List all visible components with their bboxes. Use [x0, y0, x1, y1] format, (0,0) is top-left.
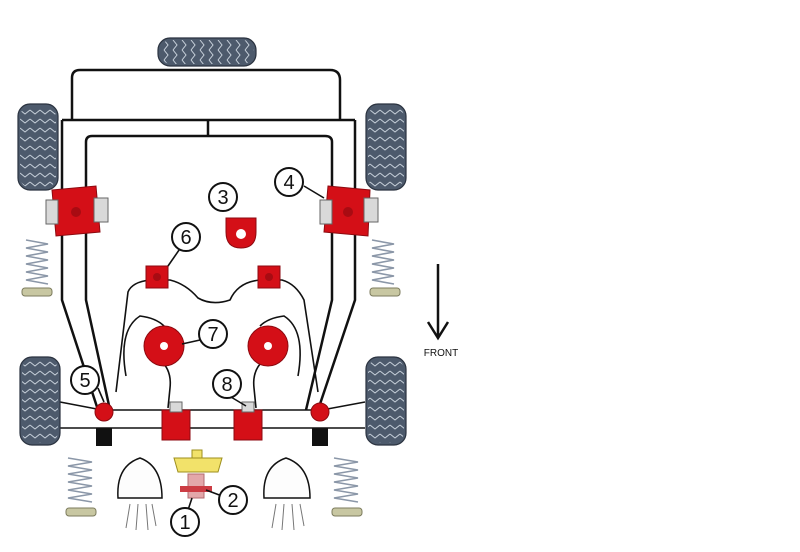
- rear-right-tyre: [365, 356, 407, 446]
- bush-3-mount: [225, 217, 257, 249]
- callout-5: 5: [70, 365, 100, 395]
- callout-7: 7: [198, 319, 228, 349]
- callout-6-label: 6: [180, 227, 191, 249]
- rear-left-tyre: [19, 356, 61, 446]
- chassis-frame: [60, 68, 357, 411]
- spare-wheel: [157, 37, 257, 67]
- bush-5-left: [94, 402, 114, 446]
- front-right-hub-bush: [319, 185, 379, 237]
- down-arrow-icon: [426, 264, 450, 341]
- front-left-tyre: [17, 103, 59, 191]
- callout-3: 3: [208, 182, 238, 212]
- rear-right-spring: [331, 457, 363, 517]
- bush-6-left: [145, 265, 169, 289]
- callout-3-label: 3: [217, 187, 228, 209]
- callout-2: 2: [218, 485, 248, 515]
- callout-2-label: 2: [227, 490, 238, 512]
- callout-leaders: [97, 185, 325, 517]
- left-rear-hub: [117, 457, 163, 531]
- callout-1-label: 1: [179, 512, 190, 534]
- bush-2-mount: [180, 473, 212, 499]
- front-label: FRONT: [424, 348, 458, 359]
- bush-7-left: [143, 325, 185, 367]
- rear-left-spring: [65, 457, 97, 517]
- front-left-spring: [21, 239, 53, 297]
- bush-8-right: [233, 401, 263, 441]
- bush-6-right: [257, 265, 281, 289]
- front-right-tyre: [365, 103, 407, 191]
- differential-mount: [173, 449, 223, 473]
- callout-7-label: 7: [207, 324, 218, 346]
- callout-6: 6: [171, 222, 201, 252]
- right-rear-hub: [263, 457, 311, 531]
- front-right-spring: [369, 239, 401, 297]
- callout-5-label: 5: [79, 370, 90, 392]
- callout-8: 8: [212, 369, 242, 399]
- callout-4-label: 4: [283, 172, 294, 194]
- bush-7-right: [247, 325, 289, 367]
- callout-4: 4: [274, 167, 304, 197]
- callout-1: 1: [170, 507, 200, 537]
- callout-8-label: 8: [221, 374, 232, 396]
- bush-5-right: [310, 402, 330, 446]
- front-left-hub-bush: [45, 185, 109, 237]
- front-direction-indicator: FRONT: [424, 264, 458, 359]
- bush-8-left: [161, 401, 191, 441]
